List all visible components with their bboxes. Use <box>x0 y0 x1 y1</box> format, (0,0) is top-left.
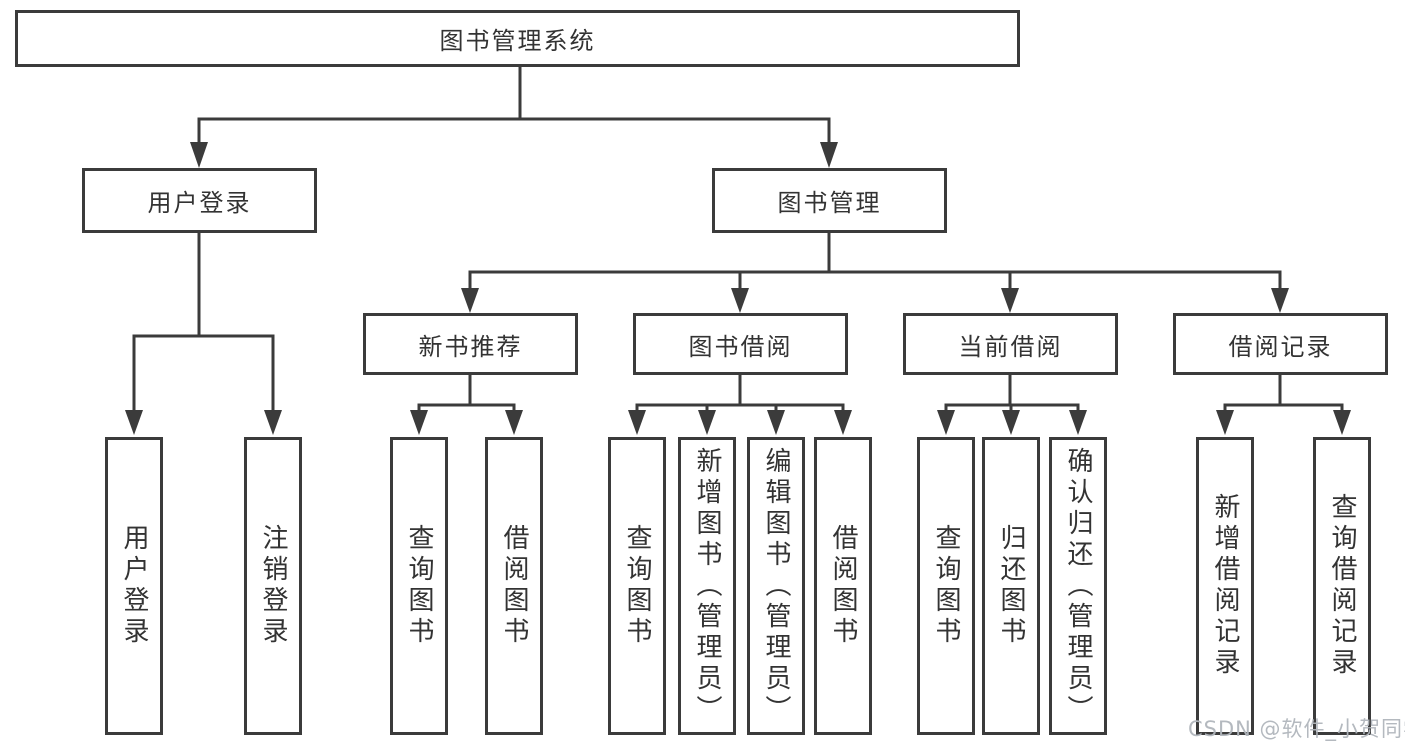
node-new-book-recommend: 新书推荐 <box>363 313 578 375</box>
node-label: 查询图书 <box>622 524 652 648</box>
node-label: 用户登录 <box>119 524 149 648</box>
arrowhead <box>628 410 646 435</box>
node-library-management-system: 图书管理系统 <box>15 10 1020 67</box>
arrowhead <box>505 410 523 435</box>
arrowhead <box>1069 410 1087 435</box>
connector-book-borrow <box>635 373 845 414</box>
arrowhead <box>834 410 852 435</box>
connector-borrow-records <box>1223 373 1344 414</box>
arrowhead <box>767 410 785 435</box>
arrowhead <box>1002 410 1020 435</box>
node-label: 图书借阅 <box>688 332 793 361</box>
node-label: 查询借阅记录 <box>1327 493 1357 679</box>
arrowhead <box>1001 288 1019 313</box>
node-label: 借阅记录 <box>1228 332 1333 361</box>
arrowhead <box>820 142 838 168</box>
node-user-login: 用户登录 <box>82 168 317 233</box>
node-label: 当前借阅 <box>958 332 1063 361</box>
node-book-borrow: 图书借阅 <box>633 313 848 375</box>
connector-root <box>197 65 831 146</box>
node-book-management: 图书管理 <box>712 168 947 233</box>
node-borrow-records: 借阅记录 <box>1173 313 1388 375</box>
node-label: 新增借阅记录 <box>1210 493 1240 679</box>
node-label: 图书管理系统 <box>439 27 596 55</box>
node-return-books: 归还图书 <box>982 437 1040 735</box>
node-current-borrow: 当前借阅 <box>903 313 1118 375</box>
node-label: 图书管理 <box>777 189 882 217</box>
node-current-query-books: 查询图书 <box>917 437 975 735</box>
connector-user-login <box>132 231 275 414</box>
node-label: 借阅图书 <box>828 524 858 648</box>
connector-new-book-recommend <box>417 373 516 414</box>
arrowhead <box>264 410 282 435</box>
node-user-login-leaf: 用户登录 <box>105 437 163 735</box>
arrowhead <box>731 288 749 313</box>
arrowhead <box>698 410 716 435</box>
node-label: 查询图书 <box>404 524 434 648</box>
node-borrow-query-books: 查询图书 <box>608 437 666 735</box>
node-label: 确认归还（管理员） <box>1063 446 1093 726</box>
arrowhead <box>410 410 428 435</box>
node-label: 新书推荐 <box>418 332 523 361</box>
arrowheads <box>125 142 1351 435</box>
connector-current-borrow <box>944 373 1080 414</box>
node-label: 注销登录 <box>258 524 288 648</box>
arrowhead <box>125 410 143 435</box>
node-label: 用户登录 <box>147 189 252 217</box>
node-borrow-books-leaf: 借阅图书 <box>814 437 872 735</box>
node-edit-books-admin: 编辑图书（管理员） <box>747 437 805 735</box>
node-logout-leaf: 注销登录 <box>244 437 302 735</box>
node-label: 编辑图书（管理员） <box>761 446 791 726</box>
arrowhead <box>461 288 479 313</box>
arrowhead <box>190 142 208 168</box>
csdn-watermark: CSDN @软件_小贺同学 <box>1188 717 1405 741</box>
node-label: 借阅图书 <box>499 524 529 648</box>
arrowhead <box>937 410 955 435</box>
node-label: 查询图书 <box>931 524 961 648</box>
node-add-books-admin: 新增图书（管理员） <box>678 437 736 735</box>
arrowhead <box>1216 410 1234 435</box>
node-query-borrow-record: 查询借阅记录 <box>1313 437 1371 735</box>
arrowhead <box>1271 288 1289 313</box>
node-confirm-return-admin: 确认归还（管理员） <box>1049 437 1107 735</box>
node-recommend-query-books: 查询图书 <box>390 437 448 735</box>
arrowhead <box>1333 410 1351 435</box>
connector-book-management <box>468 231 1282 292</box>
node-label: 归还图书 <box>996 524 1026 648</box>
node-add-borrow-record: 新增借阅记录 <box>1196 437 1254 735</box>
node-recommend-borrow-books: 借阅图书 <box>485 437 543 735</box>
node-label: 新增图书（管理员） <box>692 446 722 726</box>
